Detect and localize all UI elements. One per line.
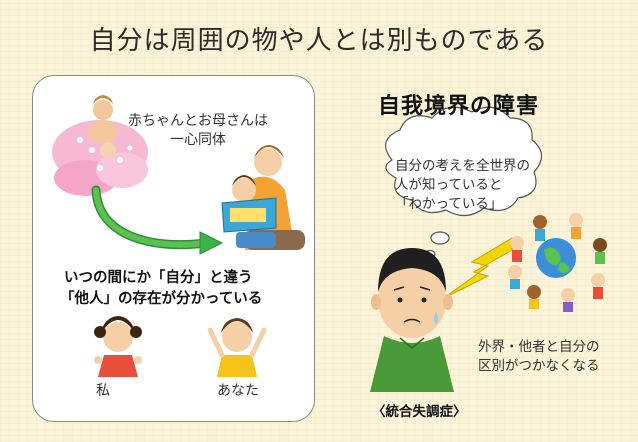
label-you: あなた [217,383,259,399]
baby-caption-line: 赤ちゃんとお母さんは [128,113,268,129]
world-children-illustration [508,213,607,312]
baby-caption: 赤ちゃんとお母さんは 一心同体 [118,112,278,150]
baby-caption-line: 一心同体 [170,132,226,148]
thought-text: 自分の考えを全世界の 人が知っていると 「わかっている」 [395,157,555,214]
boundary-note-line: 区別がつかなくなる [478,358,600,374]
separation-line: いつの間にか「自分」と違う [64,270,253,286]
boundary-note-line: 外界・他者と自分の [478,339,600,355]
man-illustration [370,248,454,392]
boundary-note: 外界・他者と自分の 区別がつかなくなる [478,338,600,376]
separation-line: 「他人」の存在が分かっている [60,291,263,307]
mother-baby-illustration [52,95,148,196]
thought-line: 「わかっている」 [395,196,503,212]
green-arrow-icon [91,185,224,255]
boy-illustration [207,318,267,377]
separation-caption: いつの間にか「自分」と違う 「他人」の存在が分かっている [60,268,262,310]
lightning-icon [443,237,513,299]
thought-line: 自分の考えを全世界の [395,158,530,174]
mother-reading-illustration [221,145,305,250]
disease-label: 〈統合失調症〉 [372,404,467,420]
girl-illustration [94,316,142,377]
slide-title: 自分は周囲の物や人とは別ものである [89,26,549,56]
thought-line: 人が知っていると [395,177,503,193]
label-me: 私 [96,383,110,399]
ego-boundary-title: 自我境界の障害 [378,94,540,119]
